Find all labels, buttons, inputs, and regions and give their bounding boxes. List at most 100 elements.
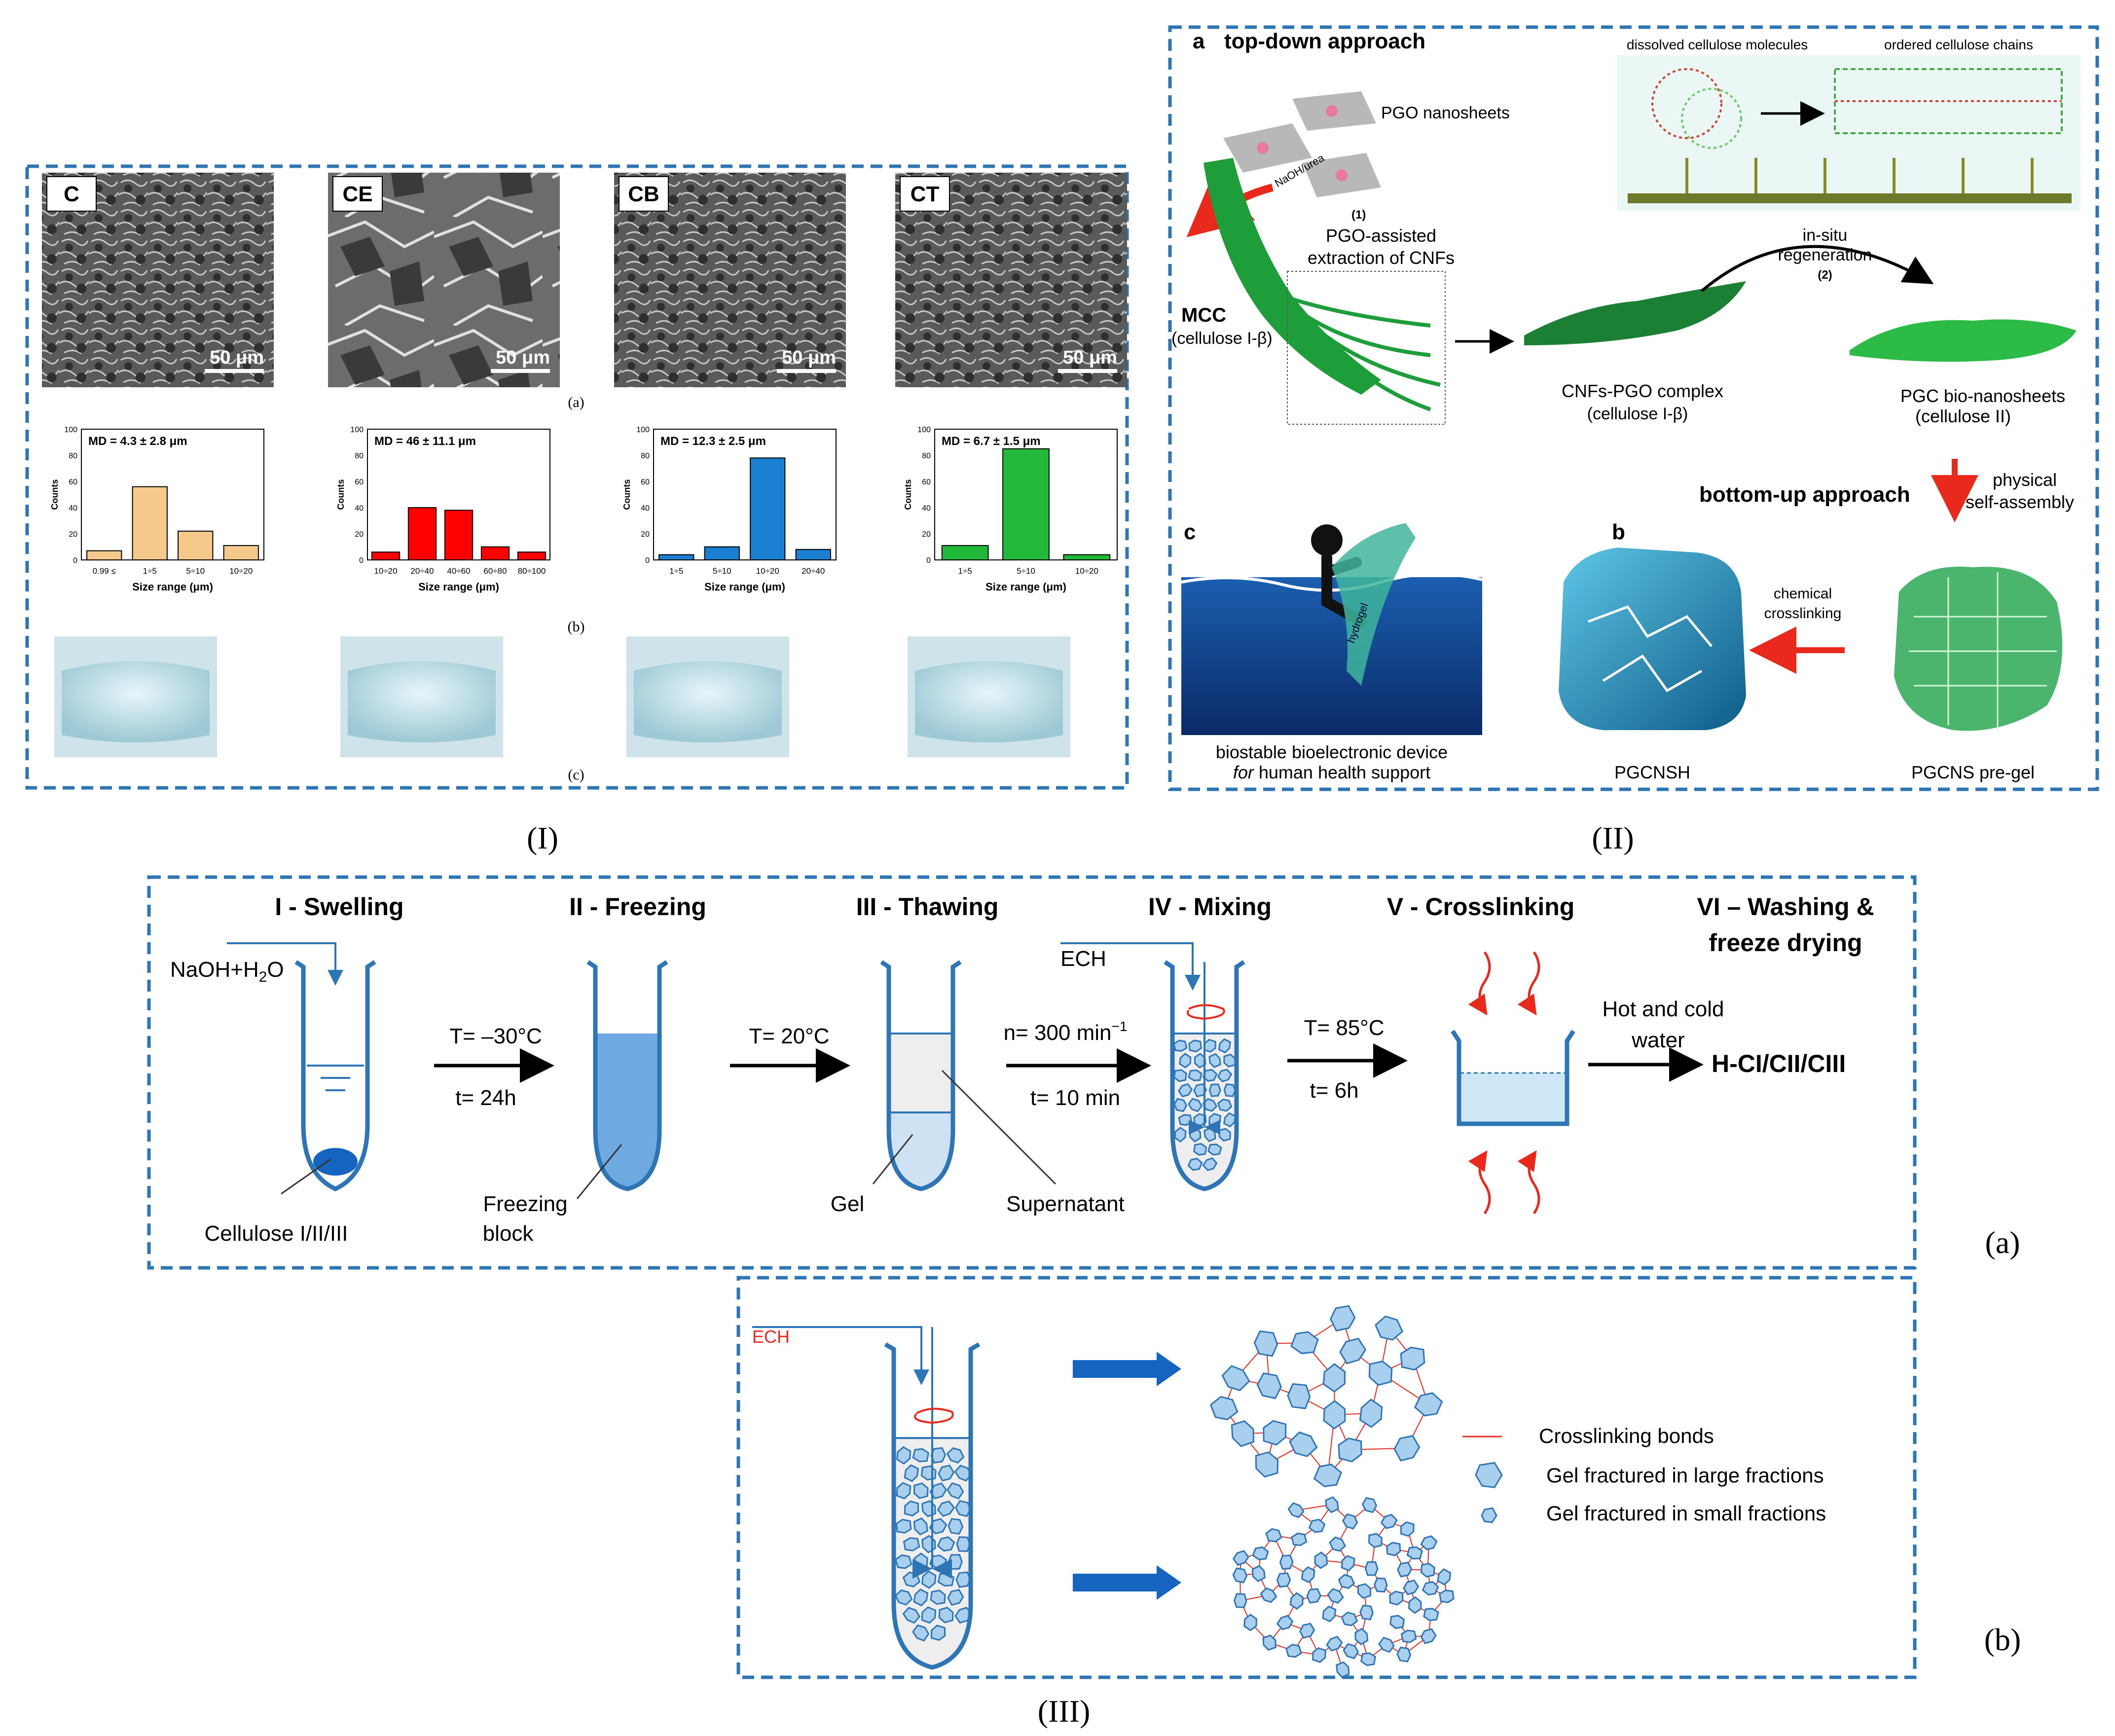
gel-fragment (904, 1500, 919, 1517)
x-axis-label: Size range (μm) (985, 581, 1066, 593)
step-freezing: II - Freezing (569, 893, 706, 921)
panel-II: a top-down approach dissolved cellulose … (1168, 25, 2099, 855)
ech-b-arrow (752, 1326, 929, 1385)
gel-fragment (1403, 1579, 1420, 1595)
y-tick-label: 100 (636, 426, 650, 434)
step1-label: (1) (1351, 208, 1366, 222)
gel-fragment (1291, 1532, 1308, 1547)
x-tick-label: 60÷80 (483, 566, 507, 576)
gel-fragment (1354, 1627, 1369, 1645)
network-large-fractions (1209, 1305, 1443, 1487)
pgc-label-1: PGC bio-nanosheets (1900, 386, 2065, 406)
n-label: n= 300 min−1 (1004, 1019, 1128, 1045)
pgcnsh-label: PGCNSH (1614, 762, 1690, 782)
gel-fragment (946, 1447, 965, 1464)
physical-label-1: physical (1993, 470, 2057, 490)
gel-fragment (1203, 1038, 1216, 1053)
histogram-bar (795, 549, 831, 561)
network-small-fractions (1232, 1496, 1455, 1678)
gel-fragment (1414, 1392, 1443, 1417)
crosslinking-bath (1451, 1030, 1575, 1126)
gel-fragment (930, 1447, 947, 1464)
gel-fragment (1380, 1514, 1398, 1529)
gel-fragment (1223, 1053, 1236, 1068)
gel-fragment (1306, 1588, 1321, 1604)
panel-II-a-title: top-down approach (1224, 29, 1425, 53)
panel-II-c-letter: c (1184, 520, 1196, 544)
gel-fragment (1439, 1589, 1455, 1603)
fiber-strands (1281, 294, 1441, 411)
panel-III-a: I - Swelling II - Freezing III - Thawing… (147, 875, 2020, 1270)
gel-fragment (1341, 1611, 1358, 1626)
histogram-bar (517, 552, 547, 560)
scale-bar-label: 50 μm (782, 347, 836, 368)
gel-fragment (1420, 1562, 1435, 1578)
ordered-chains-icon (1834, 68, 2063, 134)
x-tick-label: 1÷5 (958, 566, 972, 576)
md-label: MD = 6.7 ± 1.5 μm (942, 435, 1041, 448)
gel-fragment (1188, 1069, 1203, 1081)
gel-fragment (1223, 1083, 1236, 1097)
legend-large-label: Gel fractured in large fractions (1546, 1464, 1824, 1487)
x-tick-label: 10÷20 (374, 566, 397, 576)
x-tick-label: 10÷20 (756, 566, 779, 576)
x-tick-label: 5÷10 (1017, 566, 1035, 576)
gel-fragment (1330, 1305, 1356, 1332)
x-tick-label: 1÷5 (669, 566, 683, 576)
tube-freezing (586, 960, 668, 1191)
naoh-label: NaOH+H2O (170, 958, 284, 985)
step-swelling: I - Swelling (275, 893, 403, 921)
x-tick-label: 5÷10 (713, 566, 731, 576)
histogram-bar (86, 550, 122, 560)
gel-fragment (929, 1482, 948, 1500)
pgo-nanosheets-label: PGO nanosheets (1381, 104, 1510, 122)
gel-fragment (1389, 1590, 1404, 1606)
gel-fragment (1289, 1592, 1304, 1610)
gel-fragment (956, 1536, 971, 1552)
legend-bond-label: Crosslinking bonds (1539, 1424, 1714, 1447)
gel-fragment (947, 1589, 964, 1606)
step2-label: (2) (1818, 268, 1832, 282)
x-tick-label: 20÷40 (802, 566, 825, 576)
x-tick-label: 40÷60 (447, 566, 470, 576)
gel-fragment (930, 1589, 946, 1605)
y-tick-label: 60 (355, 478, 364, 486)
histogram-bar (371, 552, 401, 560)
gel-fragment (1252, 1546, 1269, 1560)
x-tick-label: 10÷20 (1075, 566, 1098, 576)
gel-fragment (1251, 1565, 1266, 1583)
gel-fragment (1218, 1128, 1231, 1142)
x-axis-label: Size range (μm) (418, 581, 499, 593)
gel-fragment (1400, 1346, 1425, 1371)
gel-fragment (1341, 1555, 1355, 1572)
insitu-label-1: in-situ (1803, 226, 1848, 245)
cnfs-label-1: CNFs-PGO complex (1562, 381, 1723, 401)
panel-I-sub-a: (a) (568, 394, 584, 410)
gel-fragment (1397, 1561, 1413, 1578)
y-tick-label: 60 (922, 478, 931, 486)
t4-label: T= 85°C (1304, 1016, 1384, 1040)
gel-fragment (1253, 1330, 1278, 1357)
gel-fragment (1361, 1497, 1378, 1514)
gel-fragment (1188, 1098, 1203, 1112)
gel-fragment (1217, 1069, 1233, 1083)
scale-bar-label: 50 μm (210, 347, 264, 368)
device-label-1: biostable bioelectronic device (1216, 742, 1448, 762)
gel-fragment (1322, 1363, 1346, 1393)
person-head-icon (1311, 524, 1343, 556)
gel-fragment (1289, 1431, 1318, 1457)
gel-fragment (1396, 1646, 1412, 1662)
ech-label: ECH (1060, 947, 1106, 971)
pgc-label-2: (cellulose II) (1915, 406, 2011, 426)
gel-fragment (1290, 1331, 1319, 1354)
sample-code: CE (342, 182, 372, 206)
rotation-b-icon (914, 1407, 954, 1424)
gel-disc-icon (634, 661, 782, 742)
gel-fragment (1173, 1098, 1188, 1112)
blue-arrow-top (1073, 1352, 1181, 1386)
